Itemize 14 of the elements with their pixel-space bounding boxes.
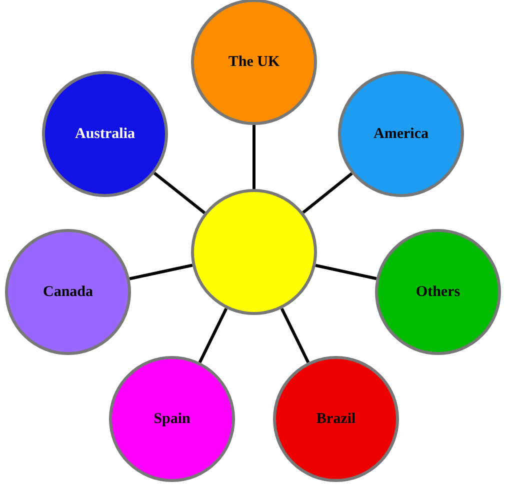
connector-line [280, 308, 310, 364]
country-label: The UK [228, 54, 280, 70]
connector-line [153, 172, 206, 214]
connector-line [252, 125, 256, 189]
country-label: Spain [154, 410, 190, 428]
country-label: Canada [42, 284, 94, 300]
connector-line [198, 308, 228, 364]
country-label: Others [416, 284, 460, 300]
connector-line [302, 172, 353, 214]
country-label: Australia [75, 126, 135, 142]
connector-line [129, 264, 193, 280]
connector-line [315, 264, 377, 280]
country-label: America [374, 126, 428, 142]
country-label: Brazil [316, 410, 356, 428]
